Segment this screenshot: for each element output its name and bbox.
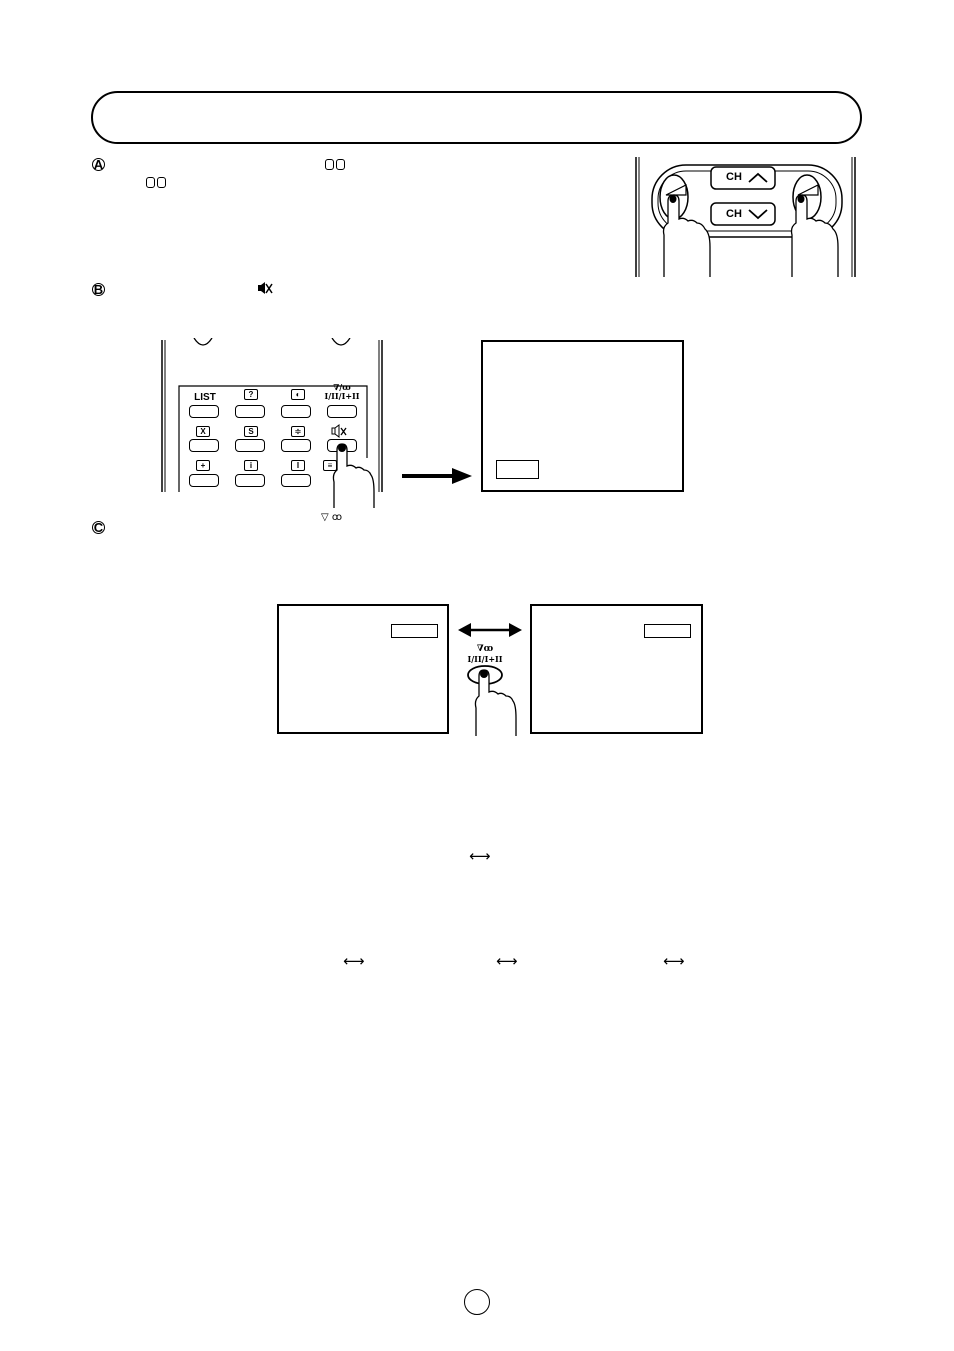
list-key-label: LIST	[194, 392, 216, 403]
volume-keys-icon	[146, 175, 166, 193]
sound-mode-icon: ▽ ꝏ	[321, 512, 343, 523]
teletext-size-icon: ≑	[291, 426, 305, 437]
teletext-reveal-icon: ?	[244, 389, 258, 400]
sound-button-label: ∇ꝏ I/II/I+II	[467, 644, 503, 664]
title-frame	[91, 91, 862, 144]
mute-icon	[257, 281, 273, 295]
sound-mode-button[interactable]	[327, 405, 357, 418]
pressing-hand-icon	[332, 443, 375, 508]
double-arrow-glyph: ⟷	[496, 952, 518, 970]
double-arrow-glyph: ⟷	[469, 847, 491, 865]
page-number-circle	[464, 1289, 490, 1315]
mute-osd-box	[496, 460, 539, 479]
teletext-info-icon: i	[244, 460, 258, 471]
remote-illustration: LIST ? ◐ ∇/ꝏ I/II/I+II X S ≑ + i I ≡	[160, 338, 385, 508]
teletext-mix-icon: ◐	[291, 389, 305, 400]
teletext-index-button[interactable]	[189, 474, 219, 487]
teletext-size-button[interactable]	[281, 439, 311, 452]
teletext-cancel-icon: X	[196, 426, 210, 437]
sound-osd-box-left	[391, 624, 438, 638]
teletext-cancel-button[interactable]	[189, 439, 219, 452]
sound-key-label: ∇/ꝏ I/II/I+II	[324, 382, 360, 401]
section-b-marker: B	[92, 282, 105, 297]
sound-button-hand-icon	[467, 665, 517, 736]
volume-keys-icon	[325, 157, 345, 175]
double-arrow-icon	[458, 623, 522, 637]
section-c-marker: C	[92, 520, 105, 535]
teletext-hold-icon: I	[291, 460, 305, 471]
section-a-marker: A	[92, 157, 105, 172]
sound-osd-box-right	[644, 624, 691, 638]
double-arrow-glyph: ⟷	[663, 952, 685, 970]
list-button[interactable]	[189, 405, 219, 418]
teletext-subpage-icon: S	[244, 426, 258, 437]
sound-screen-left	[277, 604, 449, 734]
ch-panel-illustration: CH CH	[634, 157, 858, 277]
right-arrow-icon	[402, 468, 472, 484]
ch-up-label: CH	[726, 171, 742, 183]
teletext-info-button[interactable]	[235, 474, 265, 487]
teletext-mix-button[interactable]	[281, 405, 311, 418]
teletext-subpage-button[interactable]	[235, 439, 265, 452]
teletext-hold-button[interactable]	[281, 474, 311, 487]
sound-screen-right	[530, 604, 703, 734]
teletext-reveal-button[interactable]	[235, 405, 265, 418]
mute-icon	[331, 424, 347, 438]
ch-down-label: CH	[726, 208, 742, 220]
teletext-index-icon: +	[196, 460, 210, 471]
double-arrow-glyph: ⟷	[343, 952, 365, 970]
mute-screen	[481, 340, 684, 492]
